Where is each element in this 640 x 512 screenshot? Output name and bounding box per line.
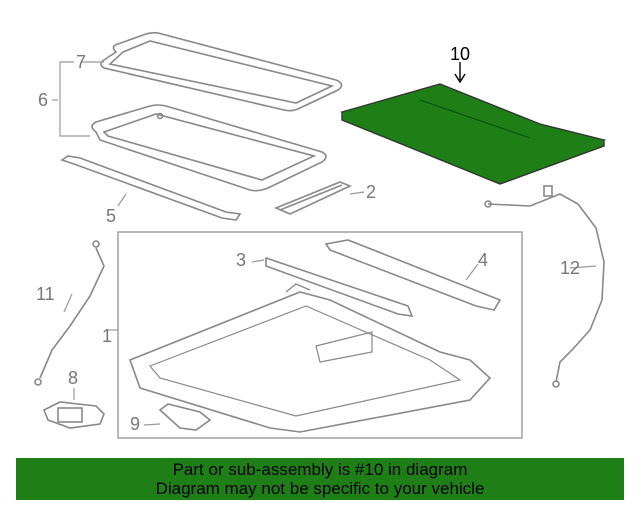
callout-10: 10	[450, 44, 470, 64]
callout-8: 8	[68, 368, 78, 388]
part-6-seal-frame	[91, 104, 327, 192]
part-8-motor	[42, 401, 105, 429]
leader-10	[454, 62, 466, 84]
part-1-frame-box	[117, 231, 523, 439]
notice-banner: Part or sub-assembly is #10 in diagram D…	[16, 458, 624, 500]
part-10-sunshade	[339, 83, 607, 185]
callout-4: 4	[478, 250, 488, 270]
callout-12: 12	[560, 258, 580, 278]
part-11-drain-hose	[34, 240, 105, 386]
banner-line-1: Part or sub-assembly is #10 in diagram	[172, 460, 468, 479]
part-2-deflector	[273, 181, 353, 215]
callout-7: 7	[76, 52, 86, 72]
banner-line-2: Diagram may not be specific to your vehi…	[155, 479, 485, 498]
part-12-drain-cable	[484, 185, 605, 388]
part-7-glass	[100, 31, 343, 112]
callout-11: 11	[36, 284, 55, 304]
callout-1: 1	[102, 326, 112, 346]
callout-6: 6	[38, 90, 48, 110]
part-5-seal	[60, 155, 242, 221]
callout-6-bracket	[52, 61, 104, 137]
leader-lines	[63, 191, 597, 426]
sunroof-parts-diagram: 1 2 3 4 5 6 7 8 9 10 11 12	[34, 31, 607, 439]
callout-3: 3	[236, 250, 246, 270]
callout-2: 2	[366, 182, 376, 202]
callout-5: 5	[106, 206, 116, 226]
callout-9: 9	[130, 414, 140, 434]
